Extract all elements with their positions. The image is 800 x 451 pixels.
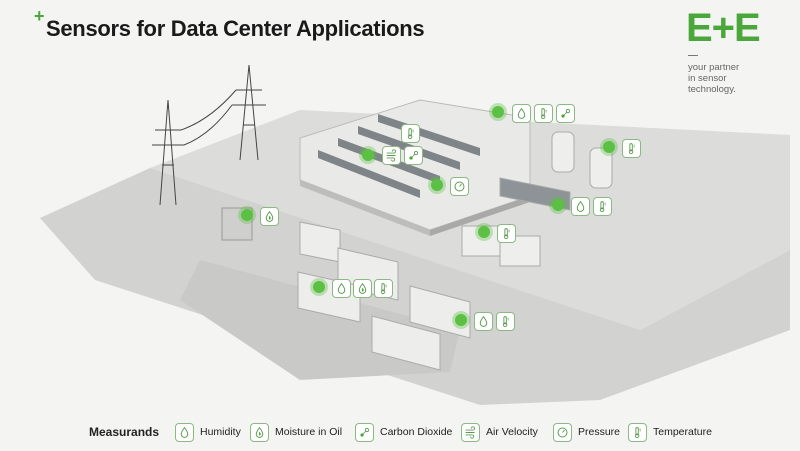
temperature-icon [534, 104, 553, 123]
data-hall-wall [300, 180, 430, 236]
legend-label: Air Velocity [486, 426, 538, 438]
sensor-marker[interactable] [431, 179, 443, 191]
sensor-marker[interactable] [455, 314, 467, 326]
legend-item-pressure: Pressure [553, 422, 621, 442]
legend-label: Moisture in Oil [275, 426, 343, 438]
legend-label: Temperature [653, 426, 712, 438]
temperature-icon [401, 124, 420, 143]
humidity-icon [474, 312, 493, 331]
air-velocity-icon [461, 422, 480, 442]
temperature-icon [593, 197, 612, 216]
humidity-icon [571, 197, 590, 216]
air-velocity-icon [382, 146, 401, 165]
sensor-marker[interactable] [492, 106, 504, 118]
humidity-icon [512, 104, 531, 123]
temperature-icon [374, 279, 393, 298]
temperature-icon [622, 139, 641, 158]
legend-item-air-velocity: Air Velocity [461, 422, 538, 442]
power-tower [152, 64, 266, 206]
tagline-line: in sensor [688, 73, 727, 84]
legend-label: Humidity [200, 426, 241, 438]
data-hall-wall-right [430, 196, 530, 236]
cooling-equipment [461, 131, 613, 267]
sensor-marker[interactable] [313, 281, 325, 293]
carbon-dioxide-icon [556, 104, 575, 123]
moisture-in-oil-icon [353, 279, 372, 298]
temperature-icon [628, 422, 647, 442]
legend-item-temperature: Temperature [628, 422, 712, 442]
legend-item-humidity: Humidity [175, 422, 241, 442]
tagline-line: your partner [688, 62, 740, 73]
legend-item-moisture-in-oil: Moisture in Oil [250, 422, 343, 442]
moisture-in-oil-icon [250, 422, 269, 442]
sensor-marker[interactable] [478, 226, 490, 238]
carbon-dioxide-icon [404, 146, 423, 165]
brand-logo: E+E [686, 6, 761, 50]
pressure-icon [450, 177, 469, 196]
pressure-icon [553, 422, 572, 442]
humidity-icon [175, 422, 194, 442]
sensor-marker[interactable] [241, 209, 253, 221]
temperature-icon [496, 312, 515, 331]
legend-label: Pressure [578, 426, 621, 438]
page-title: Sensors for Data Center Applications [46, 16, 425, 41]
humidity-icon [332, 279, 351, 298]
brand-tagline: your partner in sensor technology. [688, 62, 788, 95]
title-plus-icon: + [34, 6, 45, 26]
temperature-icon [497, 224, 516, 243]
tagline-line: technology. [688, 84, 736, 95]
sensor-marker[interactable] [362, 149, 374, 161]
moisture-in-oil-icon [260, 207, 279, 226]
measurands-legend: Measurands Humidity Moisture in Oil Carb… [0, 420, 800, 444]
legend-label: Carbon Dioxide [380, 426, 453, 438]
legend-item-carbon-dioxide: Carbon Dioxide [355, 422, 453, 442]
logo-divider [688, 55, 698, 56]
carbon-dioxide-icon [355, 422, 374, 442]
sensor-marker[interactable] [603, 141, 615, 153]
legend-title: Measurands [89, 425, 160, 439]
sensor-marker[interactable] [552, 199, 564, 211]
